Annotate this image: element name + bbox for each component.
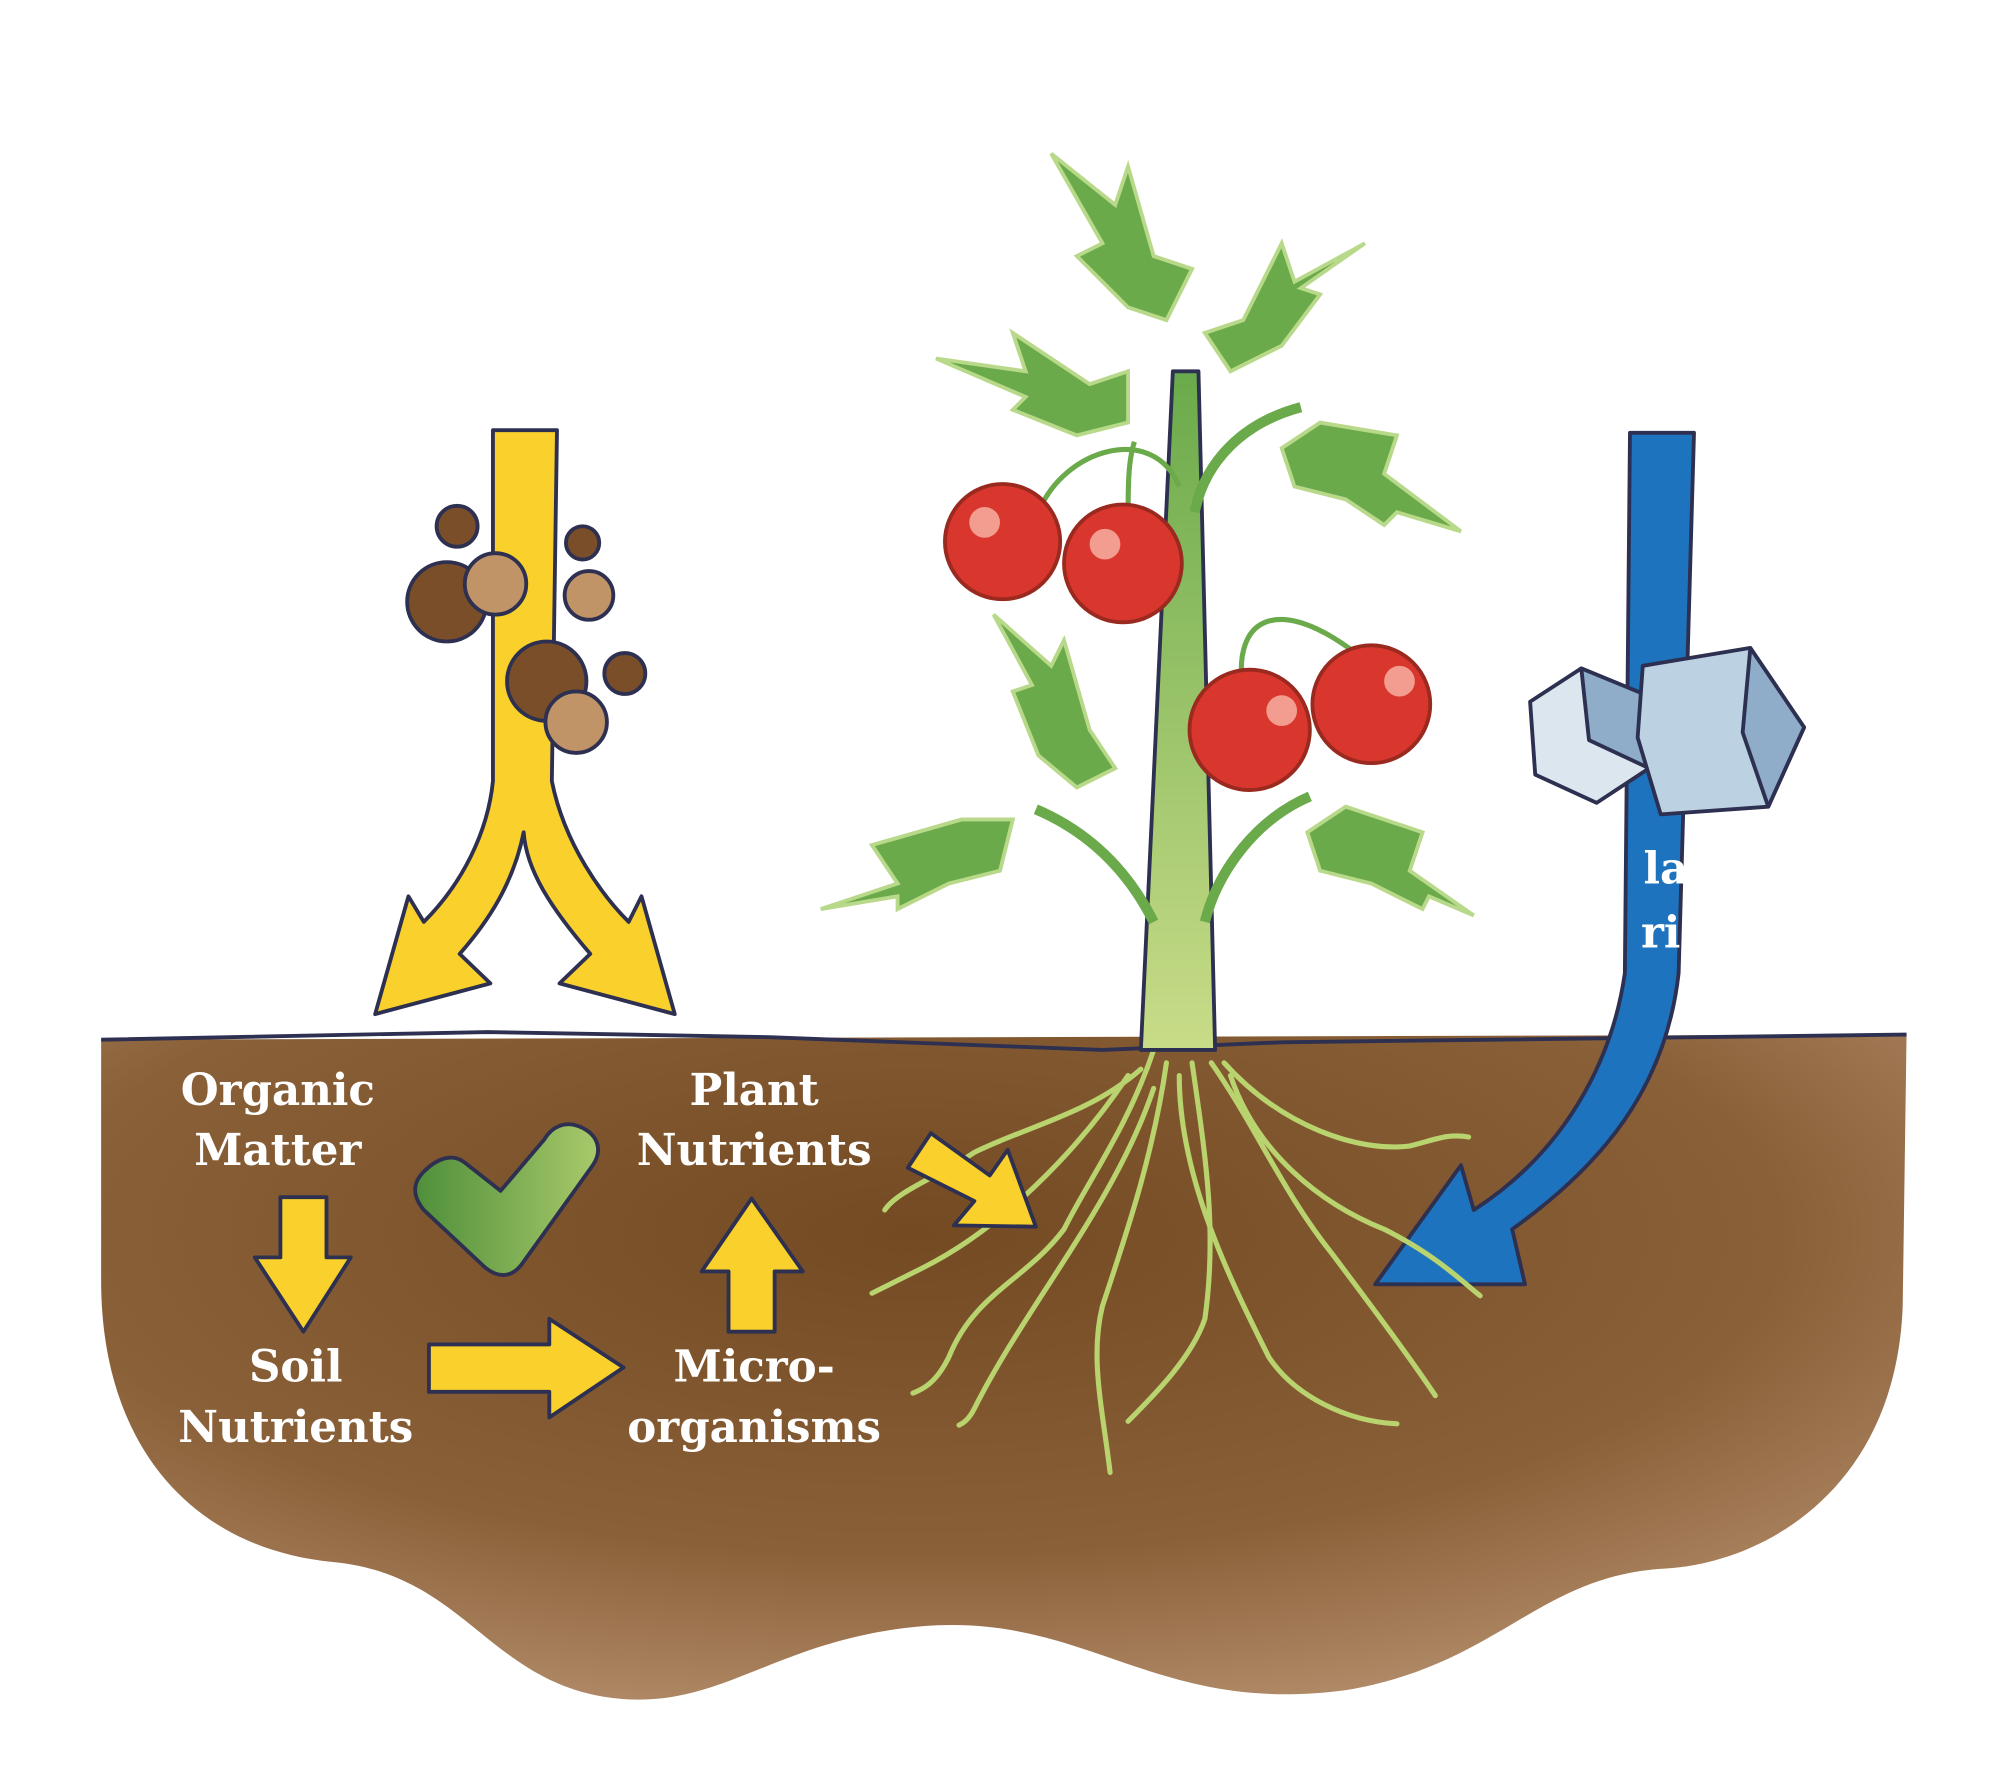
organic-matter-arrow xyxy=(373,428,677,1017)
plant-roots xyxy=(869,1047,1483,1476)
tomatoes-icon xyxy=(943,440,1433,792)
plant-nutrients-label-line1: Plant xyxy=(690,1065,819,1116)
organic-matter-label-line2: Matter xyxy=(194,1125,362,1176)
checkmark-icon xyxy=(413,1122,600,1277)
leaves-icon xyxy=(820,152,1475,918)
down-arrow-organic-to-soil xyxy=(252,1195,353,1334)
microorganisms-label-line2: organisms xyxy=(627,1402,881,1453)
organic-matter-label-line1: Organic xyxy=(181,1065,375,1116)
up-arrow-micro-to-plant xyxy=(699,1196,805,1334)
arrow-to-roots xyxy=(905,1131,1038,1229)
fertilizer-cubes-icon xyxy=(1528,645,1807,817)
blue-arrow-text-fragment-2: ri xyxy=(1641,908,1680,959)
ground-line xyxy=(101,1030,1907,1052)
tomato-plant xyxy=(820,152,1475,1052)
plant-nutrients-label-line2: Nutrients xyxy=(637,1125,872,1176)
right-arrow-soil-to-micro xyxy=(427,1316,626,1420)
soil-ground xyxy=(101,1034,1907,1700)
microorganisms-label-line1: Micro- xyxy=(674,1342,835,1393)
soil-nutrients-label-line2: Nutrients xyxy=(178,1402,413,1453)
organic-particles-icon xyxy=(405,503,648,755)
blue-fertilizer-arrow: la ri xyxy=(1373,430,1807,1287)
blue-arrow-text-fragment-1: la xyxy=(1643,844,1688,895)
soil-nutrients-label-line1: Soil xyxy=(249,1342,343,1393)
